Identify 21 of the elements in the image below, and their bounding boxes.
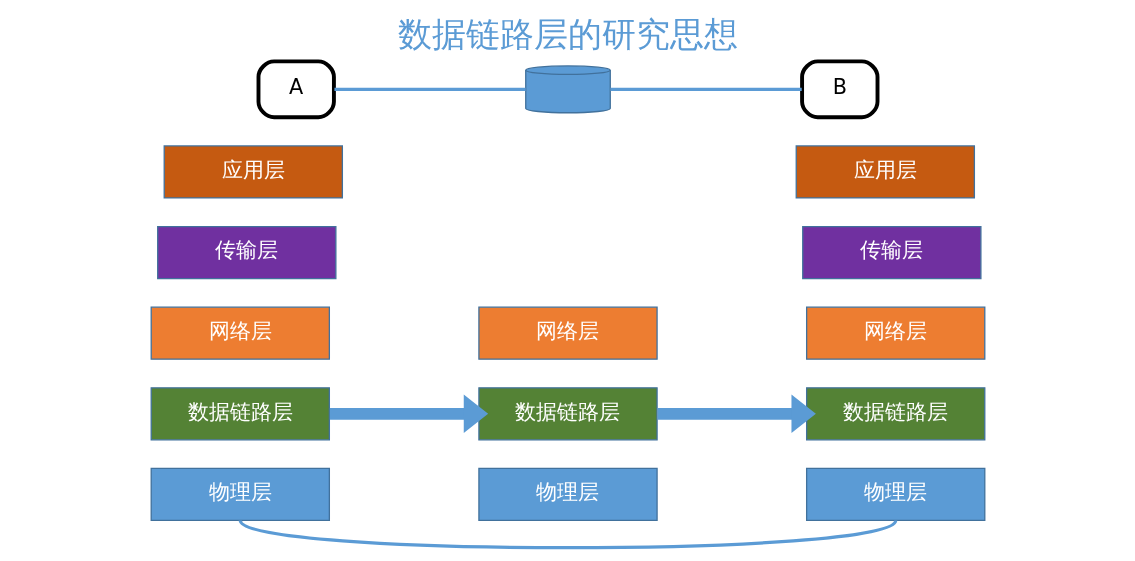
node-box: 网络层 (477, 306, 658, 360)
connector (238, 519, 897, 550)
arrow (657, 394, 816, 433)
node-box: 数据链路层 (150, 387, 330, 441)
node-box: 数据链路层 (805, 387, 985, 441)
connector (333, 87, 526, 91)
node-box: B (799, 59, 879, 120)
node-box: 传输层 (801, 225, 982, 280)
arrow (329, 394, 488, 433)
node-box: 网络层 (805, 306, 985, 360)
node-box: 网络层 (150, 306, 330, 360)
node-box: A (256, 59, 336, 120)
node-box: 物理层 (477, 467, 658, 522)
connector (609, 87, 802, 91)
node-box: 传输层 (156, 225, 336, 280)
node-box: 物理层 (150, 467, 330, 522)
node-box: 物理层 (805, 467, 985, 522)
node-box: 应用层 (163, 145, 343, 199)
node-box: 应用层 (795, 145, 975, 199)
node-box: 数据链路层 (477, 387, 658, 441)
diagram-title: 数据链路层的研究思想 (397, 14, 738, 54)
